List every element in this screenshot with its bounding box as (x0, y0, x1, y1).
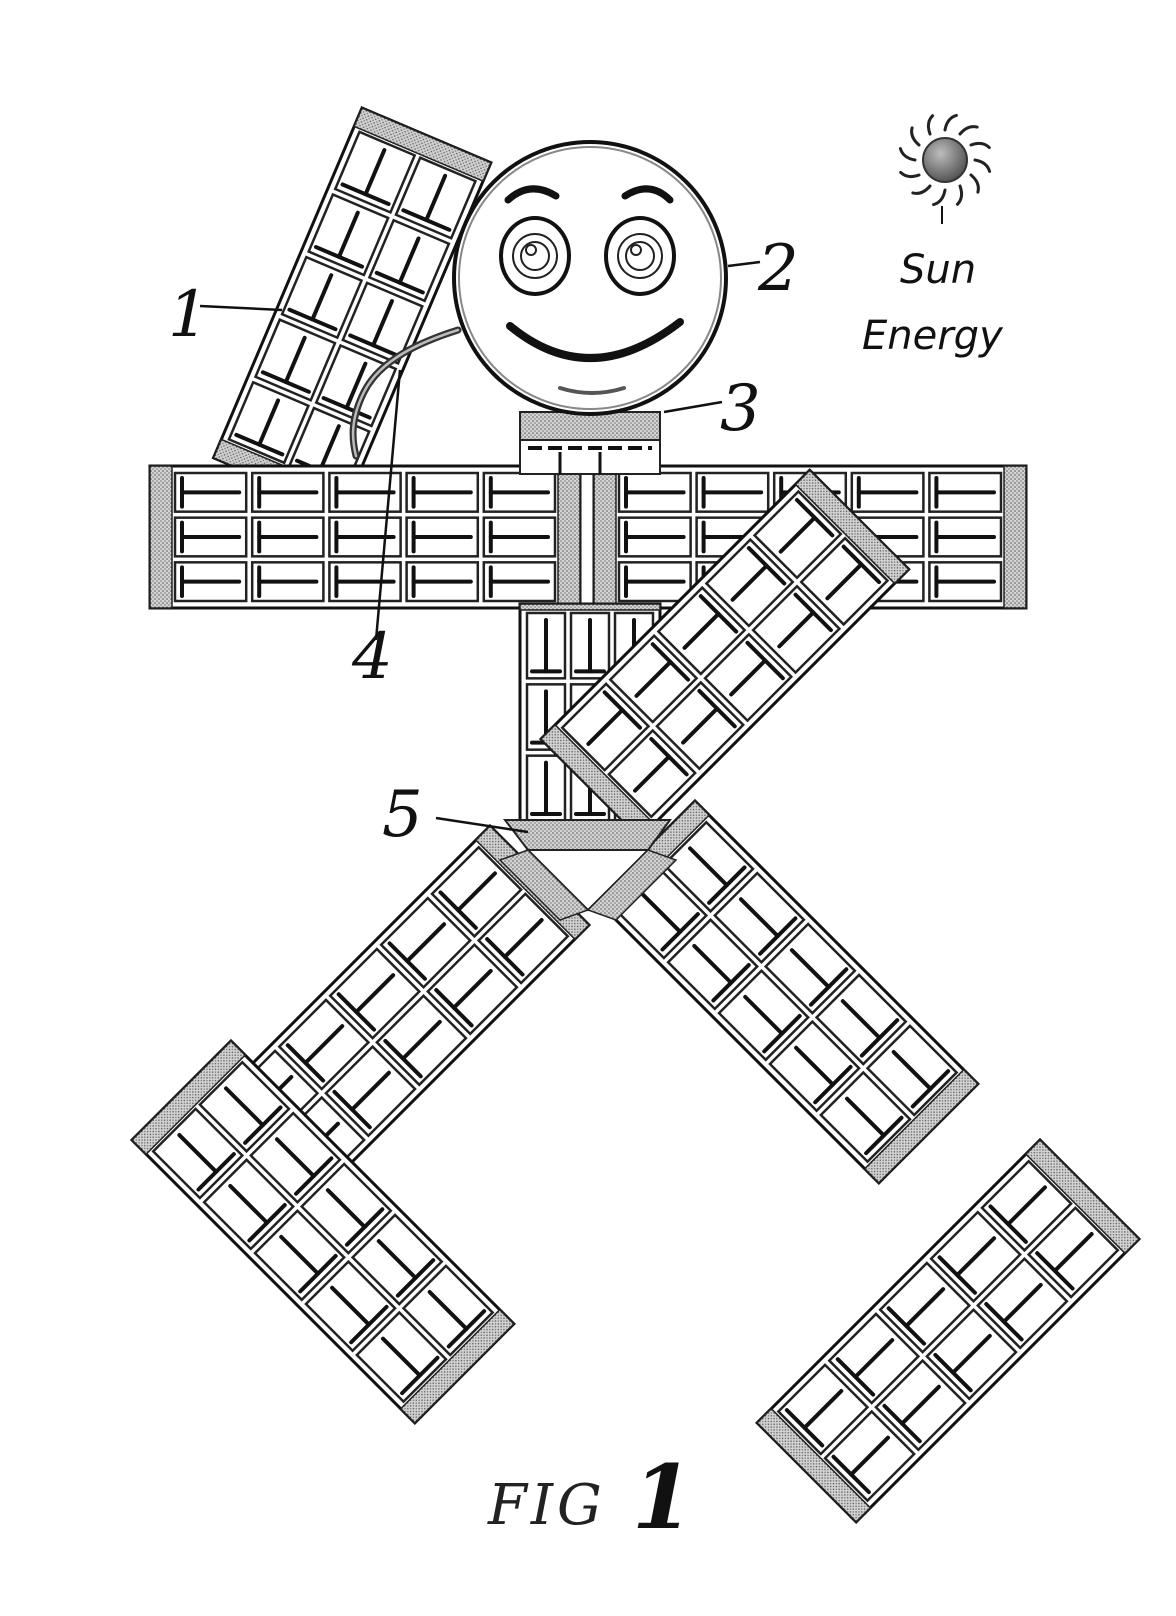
hip-connector (498, 819, 678, 921)
smile (506, 318, 684, 362)
figure-caption: FIG (487, 1473, 606, 1538)
sun-ray (911, 184, 932, 195)
ref-label-3: 3 (720, 372, 761, 446)
sun-ray (969, 173, 980, 194)
sun-ray (969, 141, 991, 150)
leader-line-2 (727, 260, 761, 268)
solar-panel-right-thigh (593, 798, 980, 1185)
left-eye (499, 216, 571, 296)
ref-label-4: 4 (351, 620, 393, 694)
solar-panel-left-arm (148, 464, 582, 610)
sun-ray (973, 158, 992, 173)
leader-line-5 (435, 816, 529, 834)
left-eyebrow (504, 185, 560, 204)
ref-label-2: 2 (757, 232, 799, 306)
sun-icon (898, 113, 992, 207)
solar-panel-upper-left-arm (211, 106, 493, 515)
leader-line-4 (374, 369, 402, 641)
sun-label-line1: Sun (900, 247, 976, 293)
figure-number: 1 (632, 1445, 693, 1549)
solar-panel-right-shin (755, 1137, 1142, 1524)
right-eye (604, 216, 676, 296)
smiley-head (452, 140, 728, 416)
sun-ray (955, 184, 964, 206)
sun-ray (898, 147, 917, 162)
leader-line-3 (663, 400, 723, 414)
sun-ray (910, 126, 921, 147)
sun-ray (932, 188, 947, 207)
sun-label-line2: Energy (862, 313, 1004, 359)
neck-connector (519, 411, 661, 475)
right-eyebrow (621, 185, 674, 204)
sun-ray (899, 170, 921, 179)
sun-ray (958, 125, 979, 136)
sun-ray (943, 113, 958, 132)
ref-label-5: 5 (382, 778, 423, 852)
leader-line-1 (199, 304, 283, 312)
ref-label-1: 1 (168, 278, 209, 352)
solar-panel-right-upper-leg (538, 468, 911, 841)
sun-ray (926, 114, 935, 136)
solar-panel-left-shin (129, 1038, 516, 1425)
